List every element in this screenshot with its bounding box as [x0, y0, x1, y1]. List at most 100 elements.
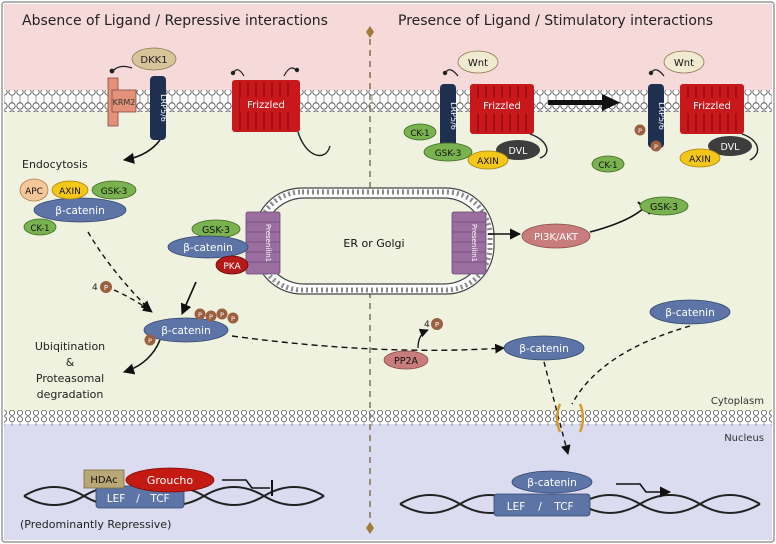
- phospho-c2: P: [209, 313, 213, 321]
- lrp-receptor-left: LRP5/6: [150, 76, 168, 140]
- membrane-zone-bg: [4, 4, 772, 90]
- pp2a-label: PP2A: [394, 356, 419, 367]
- groucho: [125, 467, 215, 493]
- dephospho-arrow: [417, 328, 429, 349]
- phospho-right: [431, 318, 443, 330]
- presenilin-left: Presenilin1: [245, 211, 281, 275]
- endocytosis-arrow: [122, 139, 161, 164]
- gsk3-label-1: GSK-3: [435, 149, 462, 159]
- wnt-label-1: Wnt: [468, 58, 488, 69]
- dkk1-ligand: DKK1: [109, 47, 177, 74]
- transcription-arrow: [616, 483, 672, 498]
- krm2-receptor: KRM2: [107, 77, 137, 127]
- phospho-c5: P: [148, 337, 152, 345]
- phospho-r1: P: [638, 127, 642, 135]
- wnt-label-2: Wnt: [674, 58, 694, 69]
- axin-label-1: AXIN: [477, 157, 499, 167]
- axin-complex-label: AXIN: [59, 187, 81, 197]
- ubiquitination-arrow: [122, 339, 161, 375]
- pi3k-inhibition-line: [589, 207, 645, 233]
- plasma-membrane: [4, 90, 772, 112]
- dvl-label-1: DVL: [509, 146, 529, 157]
- pi3k-label: PI3K/AKT: [534, 232, 579, 243]
- phospho-r2: P: [654, 143, 658, 151]
- four-label-left: 4: [92, 283, 98, 293]
- ck1-complex-label: CK-1: [30, 224, 49, 234]
- bcatenin-nuclear-label: β-catenin: [527, 477, 577, 489]
- activation-arrow: [548, 100, 604, 105]
- frizzled-label-1: Frizzled: [483, 101, 521, 112]
- nuclear-pore: [555, 403, 585, 433]
- phospho-right-label: P: [435, 321, 439, 329]
- gsk3-presenilin-label: GSK-3: [202, 225, 230, 236]
- bcatenin-central-label: β-catenin: [161, 325, 211, 337]
- presenilin-left-label: Presenilin1: [264, 224, 272, 262]
- bcatenin-nuclear: [511, 470, 593, 494]
- lef-right-label: LEF: [507, 501, 526, 513]
- dkk1-label: DKK1: [140, 55, 167, 66]
- repressive-note: (Predominantly Repressive): [20, 518, 171, 531]
- endocytosis-label: Endocytosis: [22, 158, 88, 171]
- degradation-dashed-arrow-2: [113, 289, 153, 313]
- gsk3-complex-label: GSK-3: [101, 187, 128, 197]
- bcatenin-stabilized-label: β-catenin: [519, 343, 569, 355]
- gsk3-free: [639, 196, 689, 216]
- degradation-dashed-arrow-1: [87, 231, 151, 311]
- tcf-left-label: TCF: [149, 493, 169, 505]
- cytoplasm-label: Cytoplasm: [711, 396, 764, 407]
- frizzled-label-2: Frizzled: [693, 101, 731, 112]
- slash-left-label: /: [136, 493, 140, 505]
- hdac-label: HDAc: [90, 475, 117, 486]
- slash-right-label: /: [538, 501, 542, 513]
- presenilin-right-label: Presenilin1: [470, 224, 478, 262]
- krm2-label: KRM2: [113, 98, 136, 107]
- lrp-label-left: LRP5/6: [159, 94, 168, 122]
- organelle-label: ER or Golgi: [343, 237, 404, 250]
- degradation-line-1: Ubiqitination: [35, 340, 105, 353]
- phosphorylated-bcatenin: β-catenin P P P P P: [143, 308, 239, 346]
- repression-line: [222, 479, 270, 489]
- nuclear-entry-arrow-1: [543, 361, 571, 455]
- presenilin-bcatenin-arrow: [180, 281, 197, 316]
- phospho-c3: P: [220, 311, 224, 319]
- lrp-label-1: LRP5/6: [449, 102, 458, 130]
- bcatenin-upper-right: [649, 299, 731, 325]
- degradation-line-2: &: [66, 356, 75, 369]
- er-golgi-organelle: ER or Golgi: [253, 187, 495, 295]
- nuclear-entry-arrow-2: [571, 325, 691, 405]
- phospho-c4: P: [231, 315, 235, 323]
- ck1-free: [591, 155, 625, 173]
- degradation-label: Ubiqitination & Proteasomal degradation: [35, 340, 105, 401]
- phospho-left: [100, 281, 112, 293]
- divider-top-marker: [366, 26, 374, 38]
- pi3k-akt: [521, 223, 591, 249]
- lef-tcf-right: [493, 493, 591, 517]
- divider-bottom-marker: [366, 522, 374, 534]
- frizzled-label-left: Frizzled: [247, 100, 285, 111]
- phospho-left-label: P: [104, 284, 108, 292]
- ck1-label-1: CK-1: [410, 129, 429, 139]
- bcatenin-complex-label: β-catenin: [55, 205, 105, 217]
- right-panel-title: Presence of Ligand / Stimulatory interac…: [398, 13, 713, 29]
- wnt-receptor-complex-2: Wnt LRP5/6 Frizzled DVL AXIN P P: [634, 50, 759, 168]
- tcf-right-label: TCF: [553, 501, 573, 513]
- wnt-receptor-complex-1: Wnt LRP5/6 Frizzled DVL CK-1 GSK-3 AXIN: [403, 50, 548, 170]
- activation-arrow-head: [602, 94, 620, 111]
- phospho-c1: P: [198, 311, 202, 319]
- gsk3-free-label: GSK-3: [650, 202, 678, 213]
- pp2a: [383, 350, 429, 370]
- stabilization-dashed-arrow: [231, 335, 505, 354]
- bcatenin-presenilin-label: β-catenin: [183, 242, 233, 254]
- apc-label: APC: [25, 187, 43, 197]
- nucleus-label: Nucleus: [724, 433, 764, 444]
- pka-label: PKA: [223, 262, 241, 272]
- bcatenin-stabilized: [503, 335, 585, 361]
- presenilin-complex: GSK-3 β-catenin PKA: [167, 219, 249, 275]
- four-label-right: 4: [424, 320, 430, 330]
- destruction-complex: β-catenin GSK-3 AXIN APC CK-1: [19, 178, 137, 236]
- degradation-line-4: degradation: [37, 388, 104, 401]
- hdac: [83, 469, 125, 489]
- bcatenin-upper-right-label: β-catenin: [665, 307, 715, 319]
